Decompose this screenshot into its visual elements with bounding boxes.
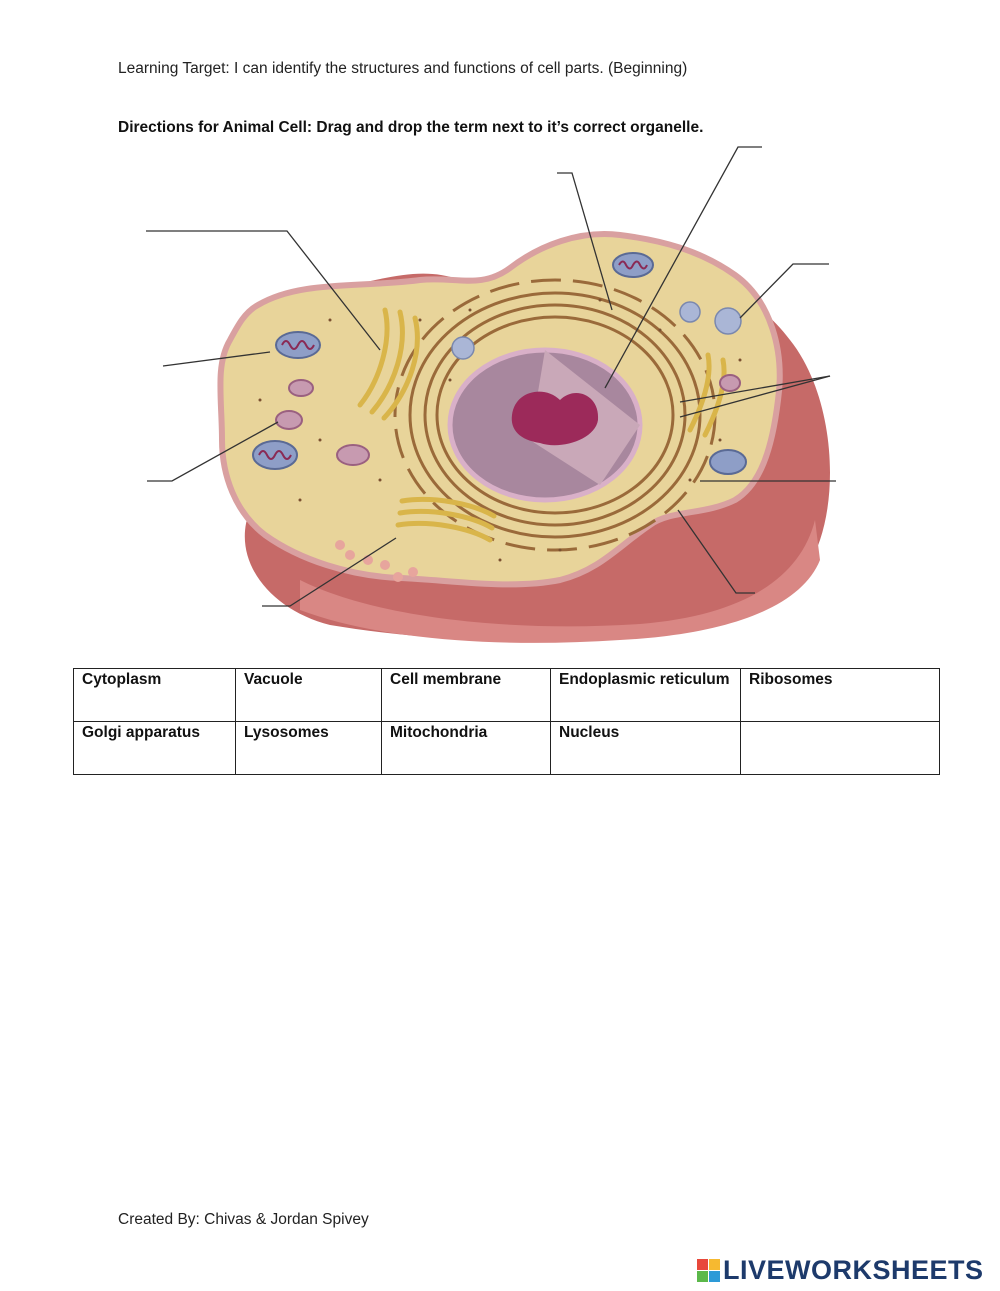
table-row: Cytoplasm Vacuole Cell membrane Endoplas… xyxy=(73,668,940,722)
leader-line-7 xyxy=(739,263,829,319)
term-cytoplasm[interactable]: Cytoplasm xyxy=(73,668,236,722)
animal-cell-diagram xyxy=(146,146,836,643)
microvilli xyxy=(335,540,418,582)
term-empty-cell xyxy=(740,721,940,775)
leader-line-5 xyxy=(557,172,613,311)
vacuoles xyxy=(451,301,742,360)
golgi-apparatus xyxy=(357,307,727,543)
leader-line-1 xyxy=(146,230,381,351)
nucleolus xyxy=(511,391,599,446)
term-bank-table: Cytoplasm Vacuole Cell membrane Endoplas… xyxy=(73,668,940,775)
leader-line-4 xyxy=(262,537,397,607)
leader-line-11 xyxy=(677,509,755,594)
term-golgi-apparatus[interactable]: Golgi apparatus xyxy=(73,721,236,775)
term-cell-membrane[interactable]: Cell membrane xyxy=(381,668,551,722)
brand-name: LIVEWORKSHEETS xyxy=(723,1254,984,1285)
leader-line-9 xyxy=(679,375,831,418)
table-row: Golgi apparatus Lysosomes Mitochondria N… xyxy=(73,721,940,775)
lysosomes xyxy=(275,374,741,466)
leader-line-2 xyxy=(162,351,271,367)
mitochondria xyxy=(252,252,747,475)
term-endoplasmic-reticulum[interactable]: Endoplasmic reticulum xyxy=(550,668,741,722)
learning-target: Learning Target: I can identify the stru… xyxy=(118,60,688,77)
leader-line-8 xyxy=(679,375,831,403)
label-leader-lines xyxy=(146,146,836,607)
term-vacuole[interactable]: Vacuole xyxy=(235,668,382,722)
term-ribosomes[interactable]: Ribosomes xyxy=(740,668,940,722)
liveworksheets-logo: LIVEWORKSHEETS xyxy=(697,1255,984,1285)
logo-blocks-icon xyxy=(697,1258,720,1282)
term-mitochondria[interactable]: Mitochondria xyxy=(381,721,551,775)
directions-text: Directions for Animal Cell: Drag and dro… xyxy=(118,119,704,136)
ribosomes xyxy=(258,298,742,562)
term-lysosomes[interactable]: Lysosomes xyxy=(235,721,382,775)
credit-text: Created By: Chivas & Jordan Spivey xyxy=(118,1211,369,1228)
leader-line-3 xyxy=(147,421,279,482)
leader-line-6 xyxy=(604,146,762,389)
term-nucleus[interactable]: Nucleus xyxy=(550,721,741,775)
